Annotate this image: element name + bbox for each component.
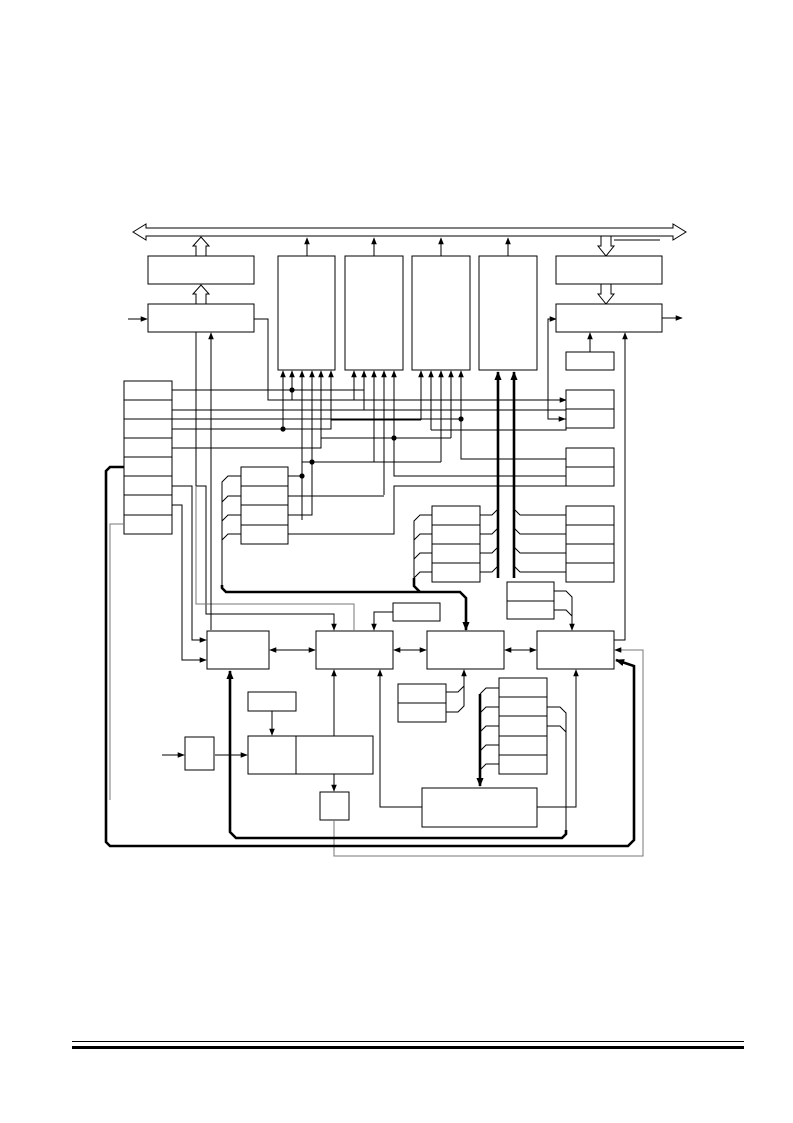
register-stack-right: [565, 505, 615, 583]
wire-top-left-feed: [254, 318, 567, 403]
left-stack-wires: [172, 389, 567, 535]
register-pair-lower: [397, 683, 447, 723]
mid-stack-feed: [413, 508, 499, 580]
junction-dots: [280, 387, 464, 479]
bus-arrow-up-left-mid: [191, 284, 211, 305]
right-stack-feed: [513, 508, 566, 573]
wire-small-center: [371, 611, 393, 631]
bold-bus-mid-stack: [412, 578, 421, 593]
bold-bus-to-central-3: [220, 585, 470, 631]
register-pair-right-2: [565, 447, 615, 487]
register-stack-mid-left: [240, 466, 289, 545]
register-stack-mid: [431, 505, 481, 583]
block-top-right-1: [555, 255, 663, 285]
register-pair-right-3: [506, 581, 555, 620]
wire-right-top-feed: [547, 316, 566, 422]
block-column-2: [344, 255, 404, 371]
wire-gray-right-feedback: [333, 647, 644, 857]
block-central-2: [315, 630, 394, 670]
block-column-3: [411, 255, 471, 371]
bus-arrow-down-right-mid: [596, 283, 616, 305]
block-top-right-2: [555, 303, 663, 333]
block-central-3: [426, 630, 505, 670]
block-lower-wide: [421, 787, 538, 828]
bold-bus-outer-loop: [104, 465, 636, 848]
block-lower-small-top: [247, 691, 297, 712]
column-input-arrows: [280, 370, 464, 520]
register-stack-lower: [498, 677, 548, 775]
block-column-1: [277, 255, 336, 371]
bold-bus-lower-loop: [226, 670, 568, 840]
block-lower-split: [247, 735, 374, 775]
wire-left-to-central-1b: [172, 504, 207, 663]
wire-gray-left-loop: [109, 523, 124, 800]
block-central-1: [206, 630, 270, 670]
block-small-center: [392, 602, 441, 622]
block-input-small: [184, 736, 215, 771]
wire-lower-pair-b: [446, 686, 465, 713]
block-column-4: [478, 255, 538, 371]
register-stack-left: [123, 380, 173, 535]
wire-lower-wide-left: [377, 669, 422, 808]
block-right-small: [565, 351, 615, 371]
footer-rule-thin: [72, 1041, 744, 1042]
wire-left-to-central-1a: [172, 485, 207, 643]
footer-rule-thick: [72, 1046, 744, 1049]
bus-arrow-down-right-top: [596, 235, 616, 257]
wire-lower-pair: [446, 669, 467, 693]
wire-central-4-to-top-right: [614, 332, 628, 641]
bus-arrow-up-left-top: [191, 236, 211, 257]
wire-left-to-central-2: [195, 332, 337, 631]
mid-left-stack-feed: [221, 475, 241, 585]
lower-stack-feed: [479, 687, 567, 830]
wire-lower-wide-right: [537, 669, 579, 808]
register-pair-right-1: [565, 389, 615, 429]
wire-right-to-central-4: [554, 590, 575, 631]
block-central-4: [536, 630, 615, 670]
wire-right-pair-3: [554, 609, 573, 617]
block-top-left-2: [147, 303, 255, 333]
block-lower-tiny: [319, 791, 350, 821]
data-bus-arrow: [132, 223, 687, 241]
block-top-left-1: [147, 255, 255, 285]
wire-gray-to-central-2: [195, 486, 355, 631]
